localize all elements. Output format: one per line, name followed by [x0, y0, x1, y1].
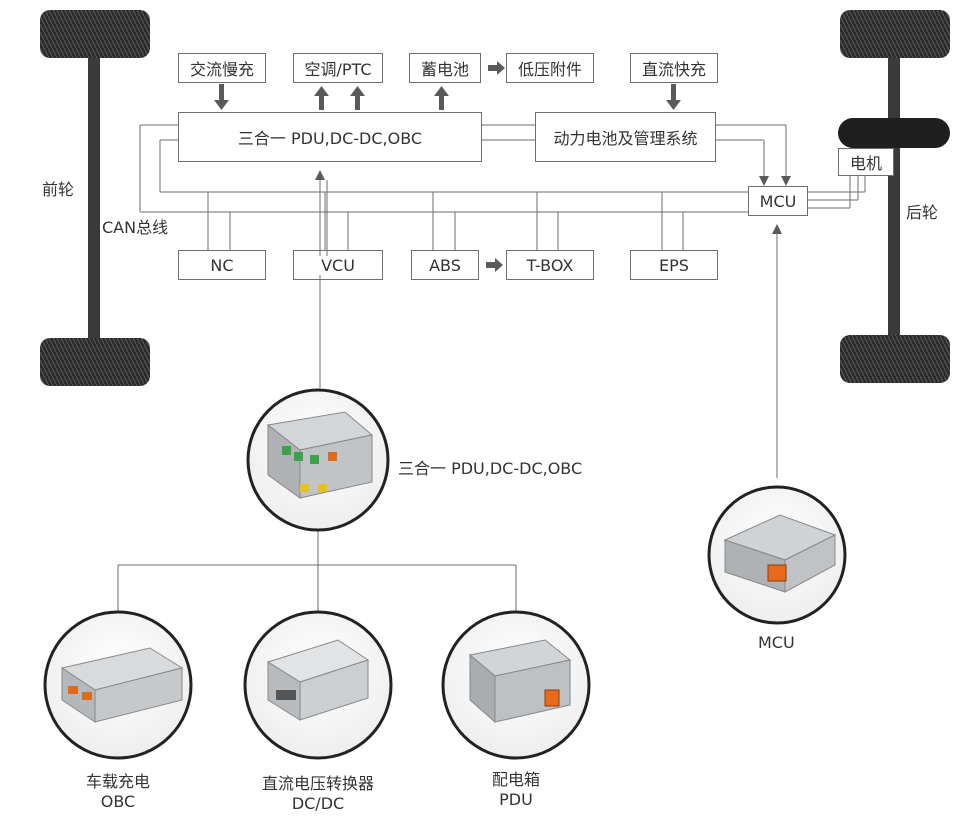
- low-voltage-box: 低压附件: [506, 53, 594, 83]
- node-vcu-box: VCU: [293, 250, 383, 280]
- dcdc-caption-line2: DC/DC: [291, 794, 345, 813]
- node-vcu-label: VCU: [319, 255, 357, 275]
- node-abs-label: ABS: [429, 255, 461, 275]
- rear-axle: [888, 30, 900, 350]
- motor-label: 电机: [849, 154, 882, 173]
- pdu-caption-line1: 配电箱: [491, 770, 540, 789]
- low-voltage-label: 低压附件: [517, 60, 582, 79]
- mcu-box: MCU: [748, 186, 808, 216]
- pdu-device-icon: [468, 639, 572, 724]
- mcu-label: MCU: [759, 191, 797, 211]
- rear-wheel-label: 后轮: [906, 203, 939, 222]
- pdu-combo-product-label: 三合一 PDU,DC-DC,OBC: [398, 459, 583, 478]
- obc-caption-line1: 车载充电: [85, 772, 150, 791]
- node-tbox-label: T-BOX: [526, 255, 574, 275]
- battery-box: 蓄电池: [409, 53, 481, 83]
- mcu-device-icon: [723, 514, 837, 593]
- dcdc-product-caption: 直流电压转换器 DC/DC: [228, 770, 408, 813]
- power-battery-label: 动力电池及管理系统: [553, 129, 698, 148]
- rear-top-tire: [840, 10, 950, 58]
- pdu-caption-line2: PDU: [499, 790, 533, 809]
- rear-bottom-tire: [840, 335, 950, 383]
- ac-slow-charge-label: 交流慢充: [189, 60, 254, 79]
- ac-ptc-label: 空调/PTC: [304, 60, 372, 79]
- obc-device-icon: [60, 647, 184, 723]
- front-top-tire: [40, 10, 150, 58]
- ac-ptc-box: 空调/PTC: [293, 53, 383, 83]
- dc-fast-charge-label: 直流快充: [641, 60, 706, 79]
- ac-slow-charge-box: 交流慢充: [178, 53, 266, 83]
- node-abs-box: ABS: [411, 250, 479, 280]
- node-nc-box: NC: [178, 250, 266, 280]
- dcdc-device-icon: [266, 639, 370, 721]
- can-bus-label: CAN总线: [102, 218, 169, 237]
- node-tbox-box: T-BOX: [506, 250, 594, 280]
- dc-fast-charge-box: 直流快充: [630, 53, 718, 83]
- pdu-combo-label: 三合一 PDU,DC-DC,OBC: [237, 129, 423, 148]
- node-eps-label: EPS: [659, 255, 689, 275]
- power-battery-box: 动力电池及管理系统: [535, 112, 716, 162]
- motor-body-shape: [838, 118, 950, 148]
- pdu-combo-box: 三合一 PDU,DC-DC,OBC: [178, 112, 482, 162]
- pdu-combo-device-icon: [266, 411, 374, 499]
- node-eps-box: EPS: [630, 250, 718, 280]
- pdu-product-caption: 配电箱 PDU: [466, 766, 566, 809]
- node-nc-label: NC: [210, 255, 234, 275]
- obc-caption-line2: OBC: [100, 792, 136, 811]
- obc-product-caption: 车载充电 OBC: [68, 768, 168, 811]
- mcu-product-label: MCU: [758, 633, 795, 652]
- dcdc-caption-line1: 直流电压转换器: [261, 774, 374, 793]
- motor-box: 电机: [838, 148, 894, 176]
- battery-label: 蓄电池: [420, 60, 469, 79]
- front-axle: [88, 35, 100, 345]
- front-wheel-label: 前轮: [42, 180, 75, 199]
- front-bottom-tire: [40, 338, 150, 386]
